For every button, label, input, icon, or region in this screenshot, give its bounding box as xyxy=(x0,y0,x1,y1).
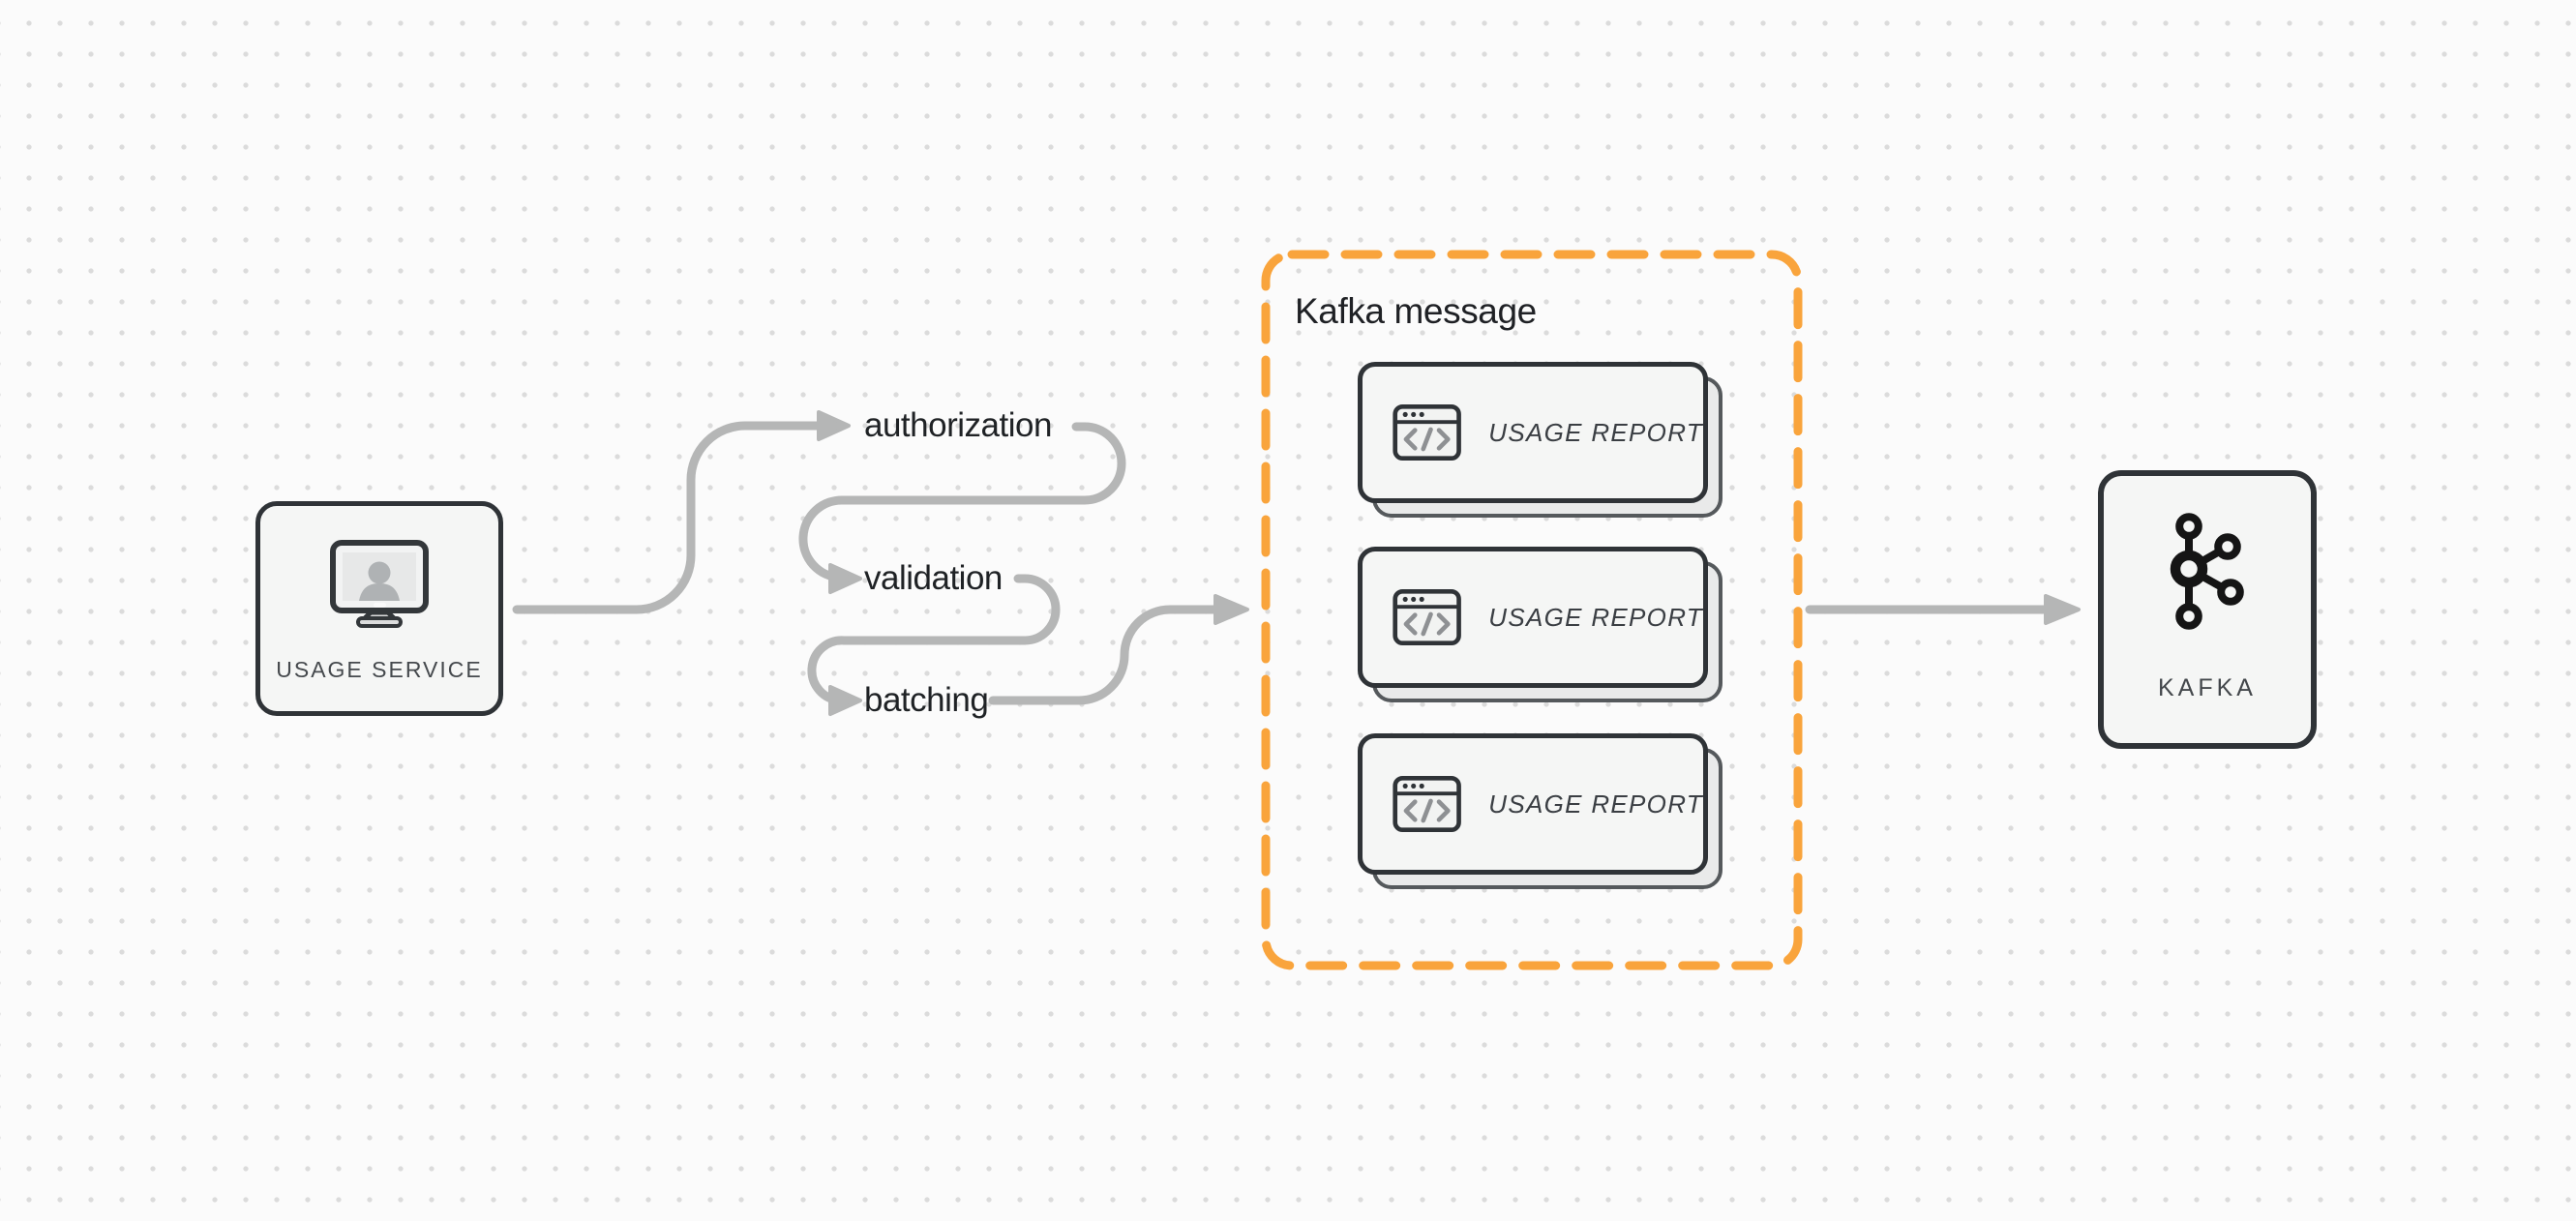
step-batching-label: batching xyxy=(864,681,989,719)
connector-kafka-message-to-kafka xyxy=(1805,594,2081,625)
arrowhead-icon xyxy=(828,685,862,716)
kafka-node: KAFKA xyxy=(2098,470,2317,749)
usage-report-label: USAGE REPORT xyxy=(1488,417,1703,447)
step-validation-label: validation xyxy=(864,559,1003,597)
code-window-icon xyxy=(1393,403,1461,462)
arrowhead-icon xyxy=(817,410,851,441)
connector-authorization-to-validation xyxy=(798,422,1126,594)
code-window-icon xyxy=(1393,588,1461,646)
connector-usage-service-to-authorization xyxy=(512,410,851,614)
kafka-label: KAFKA xyxy=(2158,674,2257,701)
usage-report-card: USAGE REPORT xyxy=(1358,362,1722,518)
usage-report-card: USAGE REPORT xyxy=(1358,733,1722,889)
usage-report-label: USAGE REPORT xyxy=(1488,602,1703,632)
user-monitor-icon xyxy=(330,540,429,628)
usage-service-node: USAGE SERVICE xyxy=(255,501,503,716)
code-window-icon xyxy=(1393,775,1461,833)
kafka-message-group: Kafka message USAGE REPORT xyxy=(1261,250,1803,970)
usage-report-card: USAGE REPORT xyxy=(1358,547,1722,702)
arrowhead-icon xyxy=(1213,594,1249,625)
kafka-message-title: Kafka message xyxy=(1295,291,1537,331)
connector-validation-to-batching xyxy=(807,574,1061,716)
arrowhead-icon xyxy=(828,563,862,594)
connector-batching-to-kafka-message xyxy=(988,594,1249,705)
arrowhead-icon xyxy=(2044,594,2081,625)
usage-report-label: USAGE REPORT xyxy=(1488,789,1703,819)
kafka-message-dashed-border xyxy=(1261,250,1803,970)
usage-service-label: USAGE SERVICE xyxy=(276,657,483,682)
kafka-logo-icon xyxy=(2170,513,2244,630)
step-authorization-label: authorization xyxy=(864,406,1052,444)
